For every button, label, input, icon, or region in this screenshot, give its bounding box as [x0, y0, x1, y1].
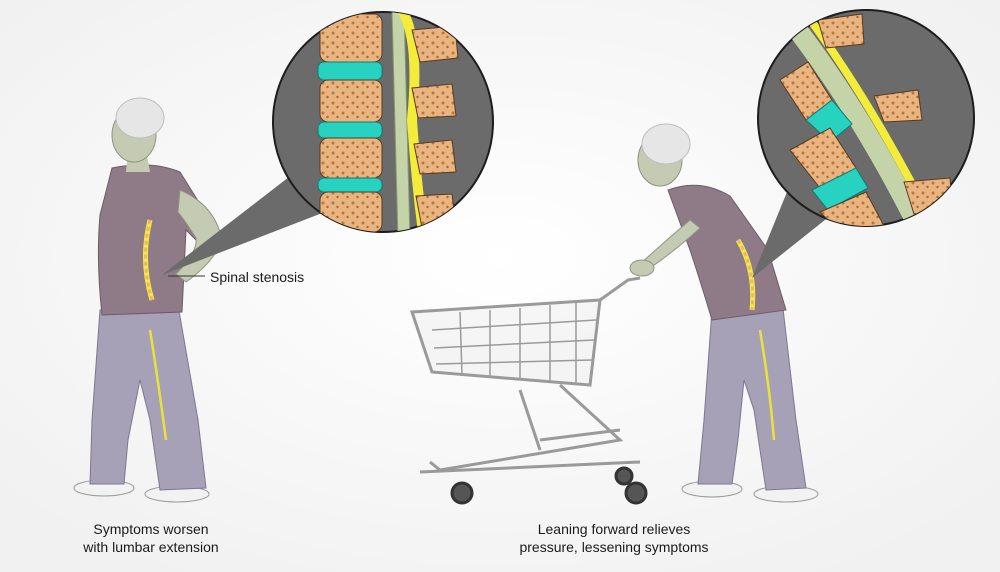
shirt — [667, 184, 787, 321]
hand — [629, 259, 655, 277]
spinal-stenosis-label: Spinal stenosis — [210, 269, 305, 285]
caption-left-line-1: Symptoms worsen — [93, 521, 209, 537]
disc-2 — [811, 167, 869, 211]
vertebra-2 — [319, 79, 383, 123]
pants — [89, 304, 207, 491]
sciatic-nerve-left — [148, 329, 168, 441]
caption-right-line-1: Leaning forward relieves — [537, 521, 691, 537]
pants — [697, 299, 807, 491]
caption-left-line-2: with lumbar extension — [83, 539, 219, 555]
hair — [641, 123, 691, 165]
hair — [115, 97, 165, 139]
zoom-circle-left — [272, 11, 494, 233]
sciatic-nerve-right — [758, 329, 776, 441]
caption-right-line-2: pressure, lessening symptoms — [519, 539, 709, 555]
disc-2 — [317, 121, 383, 139]
vertebra-3 — [319, 137, 383, 179]
figure-standing — [73, 97, 223, 503]
zoom-cone-left — [162, 170, 330, 275]
disc-1 — [317, 61, 383, 81]
disc-3 — [317, 177, 383, 193]
caption-left: Symptoms worsen with lumbar extension — [21, 520, 281, 556]
caption-right: Leaning forward relieves pressure, lesse… — [484, 520, 744, 556]
figure-leaning — [629, 123, 819, 503]
shopping-cart-icon — [409, 276, 648, 505]
arm — [175, 189, 223, 283]
